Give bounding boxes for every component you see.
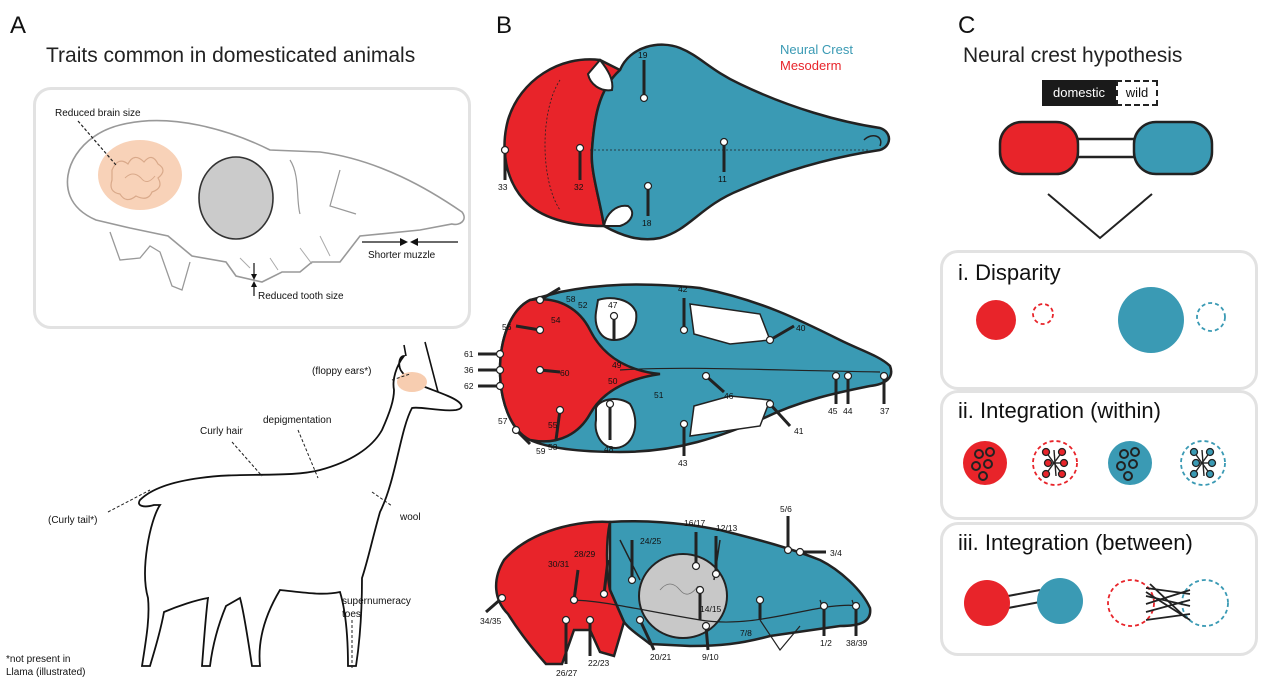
panel-c-circles	[0, 0, 1261, 684]
